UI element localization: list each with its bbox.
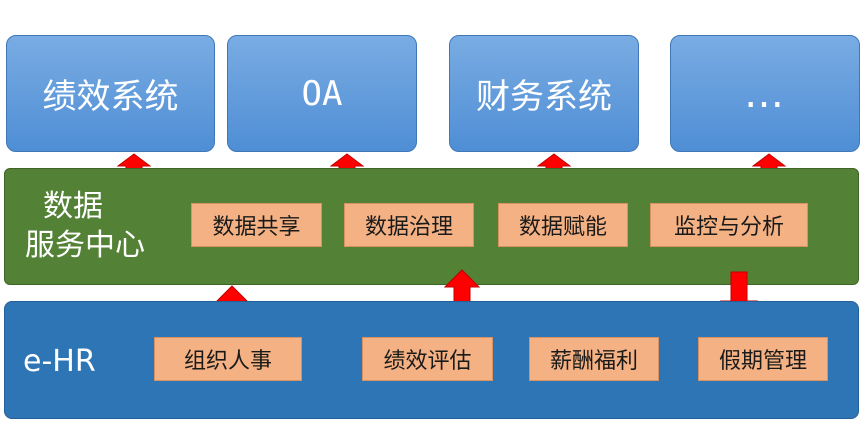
data-service-center-panel: 数据 服务中心 数据共享 数据治理 数据赋能 监控与分析: [4, 168, 859, 285]
ehr-panel: e-HR 组织人事 绩效评估 薪酬福利 假期管理: [4, 301, 859, 419]
data-service-center-title-line2: 服务中心: [25, 228, 145, 263]
top-system-finance: 财务系统: [449, 35, 639, 152]
top-system-label: …: [744, 70, 786, 117]
top-system-performance: 绩效系统: [6, 35, 215, 152]
top-system-label: 绩效系统: [42, 77, 179, 117]
top-system-oa: OA: [227, 35, 417, 152]
chip-compensation-benefits: 薪酬福利: [529, 337, 659, 381]
chip-label: 组织人事: [183, 349, 272, 374]
chip-label: 数据治理: [364, 215, 453, 240]
chip-data-sharing: 数据共享: [191, 203, 322, 247]
top-system-label: 财务系统: [476, 77, 612, 117]
data-service-center-title-line1: 数据: [43, 189, 103, 224]
ehr-title: e-HR: [23, 344, 96, 379]
chip-data-governance: 数据治理: [344, 203, 474, 247]
chip-label: 薪酬福利: [549, 349, 638, 374]
chip-data-enablement: 数据赋能: [498, 203, 628, 247]
data-service-center-title: 数据 服务中心: [25, 187, 145, 265]
chip-label: 数据共享: [212, 215, 301, 240]
chip-label: 数据赋能: [518, 215, 607, 240]
chip-label: 假期管理: [718, 349, 807, 374]
chip-monitoring-analysis: 监控与分析: [650, 203, 808, 247]
chip-leave-management: 假期管理: [698, 337, 828, 381]
top-system-more: …: [670, 35, 860, 152]
top-system-label: OA: [301, 73, 343, 114]
chip-performance-evaluation: 绩效评估: [362, 337, 493, 381]
chip-org-personnel: 组织人事: [154, 337, 302, 381]
chip-label: 绩效评估: [383, 349, 472, 374]
chip-label: 监控与分析: [673, 215, 784, 240]
